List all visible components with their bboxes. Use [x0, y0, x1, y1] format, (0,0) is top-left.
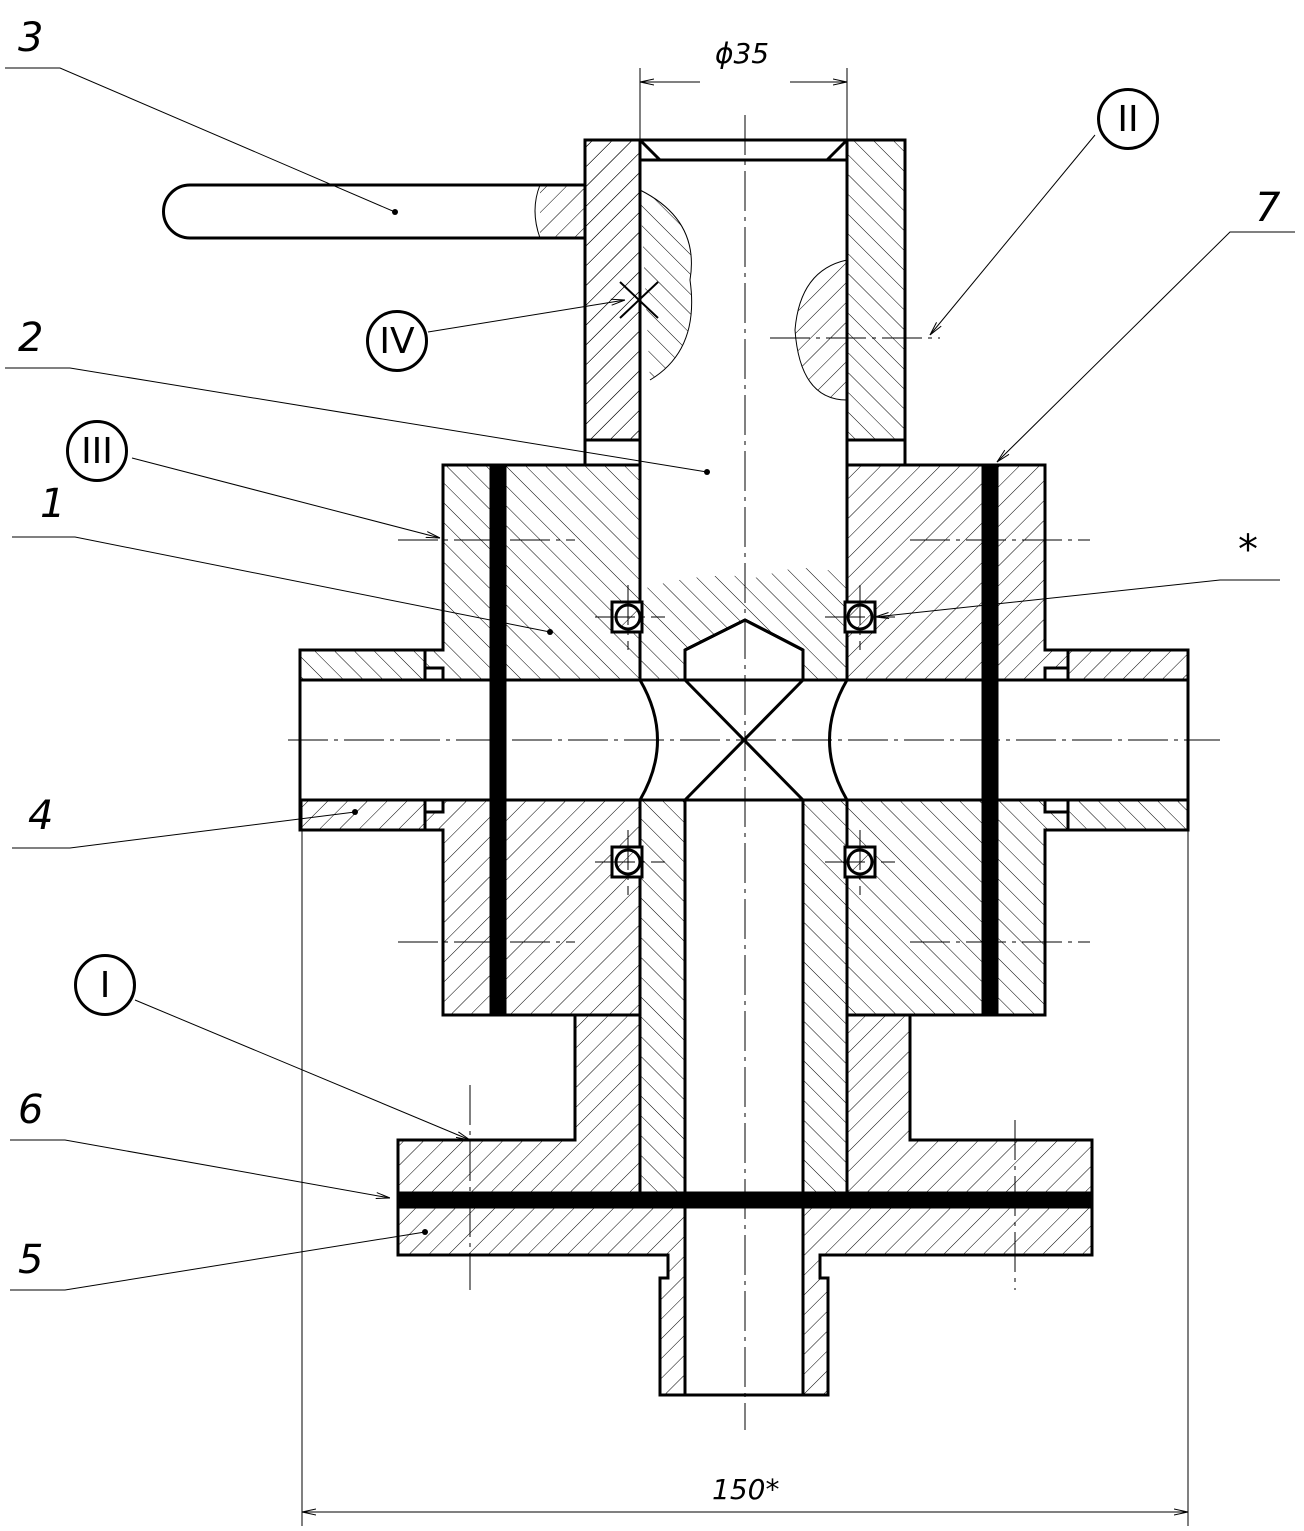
view-callout-iii: III	[66, 420, 128, 482]
leader-lines	[5, 67, 1295, 1291]
special-mark: *	[1238, 527, 1258, 573]
part-label-2: 2	[18, 315, 44, 361]
handle	[162, 183, 585, 240]
view-callout-iv: IV	[366, 310, 428, 372]
part-label-5: 5	[18, 1237, 44, 1283]
bore-dimension: ϕ35	[715, 37, 770, 70]
part-label-4: 4	[28, 793, 54, 839]
part-label-7: 7	[1255, 185, 1281, 231]
view-callout-i: I	[74, 954, 136, 1016]
part-label-1: 1	[40, 481, 66, 527]
dimension-lines	[301, 68, 1189, 1526]
view-callout-ii: II	[1097, 88, 1159, 150]
part-label-6: 6	[18, 1087, 44, 1133]
width-dimension: 150*	[712, 1473, 780, 1506]
part-label-3: 3	[18, 15, 44, 61]
